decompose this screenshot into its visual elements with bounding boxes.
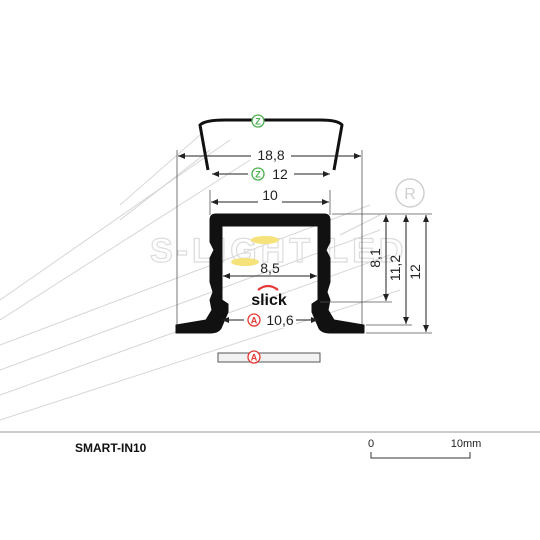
- dim-depth-inner: 8,1: [320, 213, 392, 303]
- scale-end-label: 10mm: [451, 438, 482, 450]
- svg-text:Z: Z: [255, 170, 261, 180]
- dim-inner-width-label: 8,5: [260, 260, 280, 276]
- dim-top-opening-label: 10: [262, 187, 278, 203]
- badge-z-icon: [251, 167, 265, 181]
- badge-a-icon: [247, 313, 261, 327]
- scale-start-label: 0: [368, 438, 374, 450]
- badge-z-label: Z: [255, 117, 261, 127]
- dim-inner-width: 8,5: [223, 260, 317, 279]
- slick-logo-text: slick: [251, 292, 287, 309]
- dim-cover-inner: Z 12: [212, 165, 330, 182]
- dim-height-total-label: 12: [407, 264, 423, 280]
- dim-top-opening: 10: [209, 187, 331, 215]
- mounting-bar: A: [217, 350, 321, 364]
- svg-text:A: A: [251, 316, 258, 326]
- svg-text:A: A: [251, 353, 258, 363]
- scale-bar: 0 10mm: [368, 438, 482, 459]
- dim-height-total: 12: [366, 215, 432, 334]
- led-chip: [231, 258, 259, 266]
- dim-cover-width-label: 18,8: [257, 147, 284, 163]
- dim-base-width-label: 10,6: [266, 312, 293, 328]
- aluminium-profile: [175, 213, 365, 334]
- badge-a-icon: [247, 350, 261, 364]
- dim-depth-mid: 11,2: [366, 213, 432, 326]
- dim-base-width: A 10,6: [222, 312, 318, 328]
- perspective-background: [0, 134, 401, 421]
- led-chip: [251, 236, 279, 244]
- dim-cover-width: 18,8: [176, 146, 363, 330]
- slick-logo: slick: [251, 284, 287, 309]
- dim-cover-inner-label: 12: [272, 166, 288, 182]
- registered-mark-icon: [395, 178, 425, 208]
- diffuser-cover: Z: [198, 114, 344, 171]
- registered-mark: R: [404, 186, 416, 203]
- product-code: SMART-IN10: [75, 441, 147, 455]
- dim-depth-inner-label: 8,1: [367, 248, 383, 268]
- dim-depth-mid-label: 11,2: [387, 255, 403, 281]
- badge-z-icon: [251, 114, 265, 128]
